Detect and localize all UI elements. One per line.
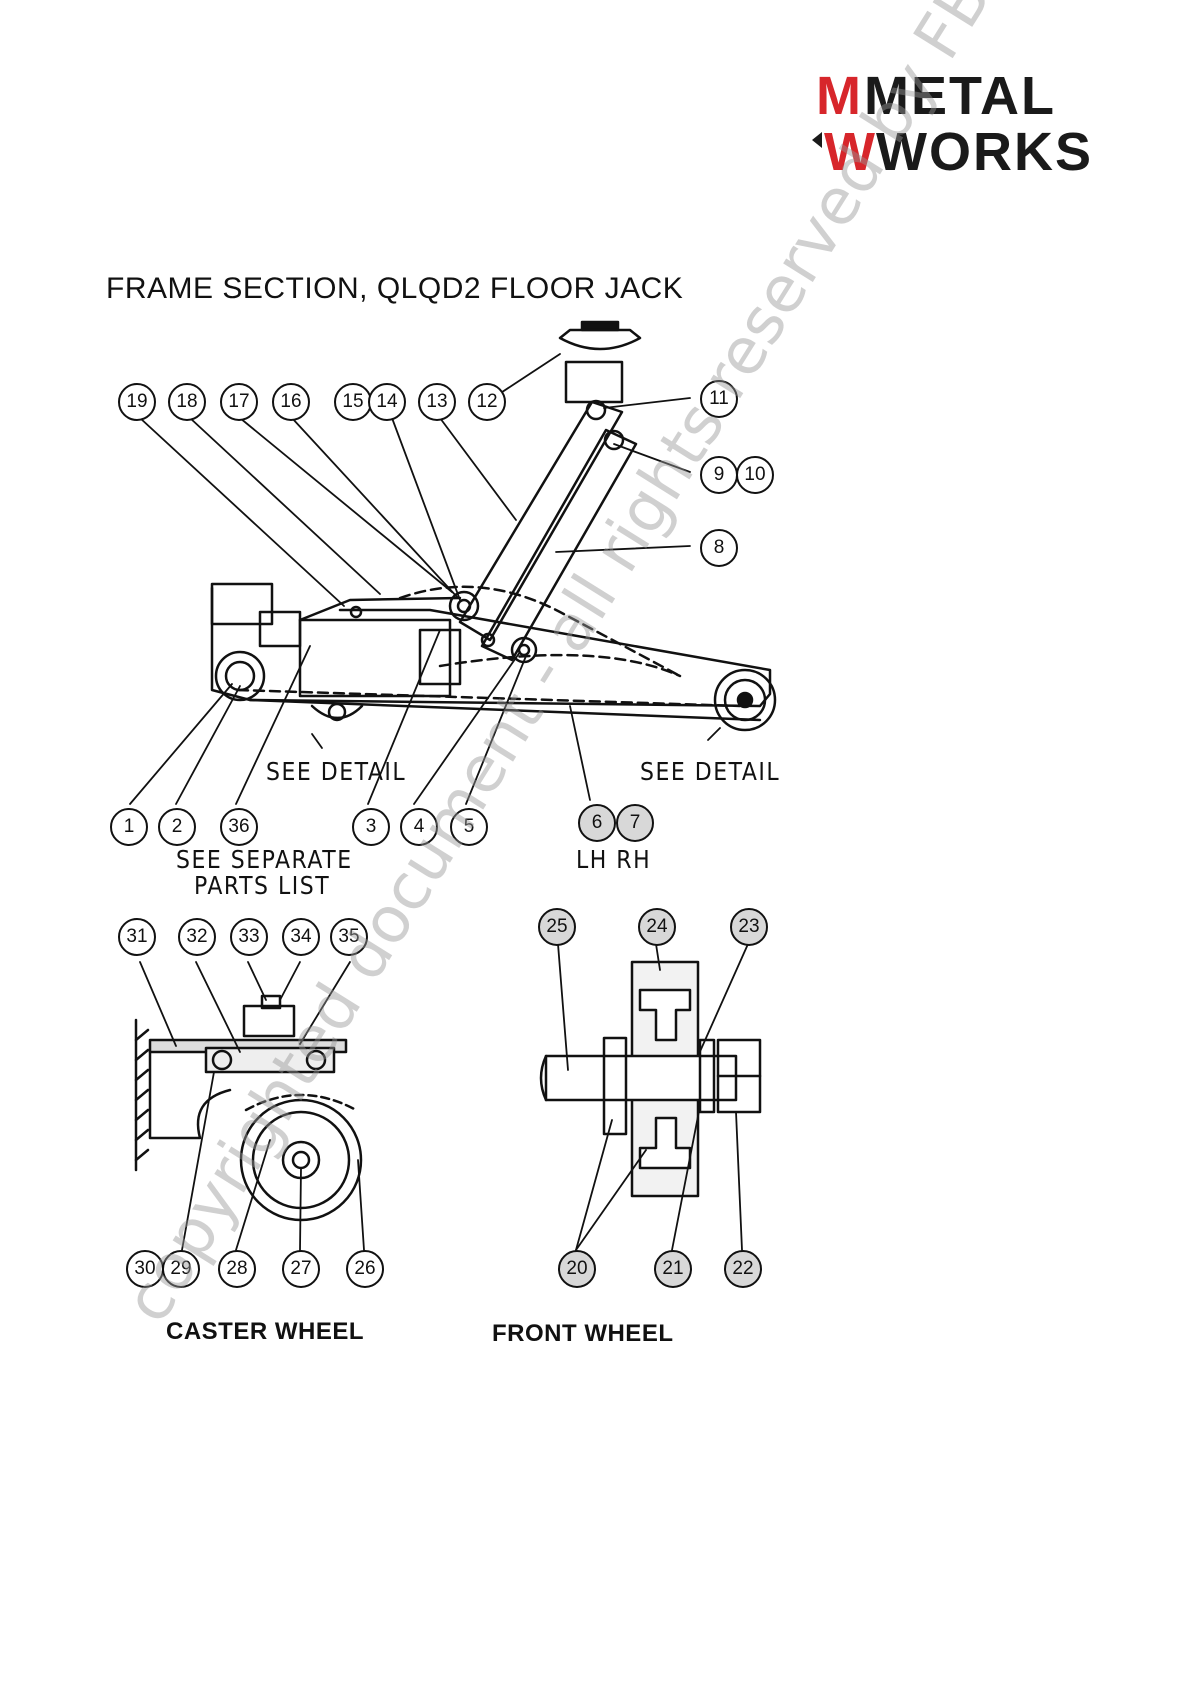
- callout-21: 21: [654, 1250, 692, 1288]
- saddle: [560, 322, 640, 402]
- front-wheel-detail: [541, 962, 760, 1196]
- callout-28: 28: [218, 1250, 256, 1288]
- callout-2: 2: [158, 808, 196, 846]
- pump-unit: [212, 584, 460, 700]
- callout-33: 33: [230, 918, 268, 956]
- note-lh-rh: LH RH: [576, 846, 651, 875]
- callout-12: 12: [468, 383, 506, 421]
- callout-34: 34: [282, 918, 320, 956]
- callout-18: 18: [168, 383, 206, 421]
- note-parts-list: PARTS LIST: [194, 872, 330, 901]
- callout-20: 20: [558, 1250, 596, 1288]
- callout-17: 17: [220, 383, 258, 421]
- callout-10: 10: [736, 456, 774, 494]
- callout-27: 27: [282, 1250, 320, 1288]
- callout-14: 14: [368, 383, 406, 421]
- note-see-detail-right: SEE DETAIL: [640, 758, 780, 787]
- callout-31: 31: [118, 918, 156, 956]
- callout-23: 23: [730, 908, 768, 946]
- callout-22: 22: [724, 1250, 762, 1288]
- callout-16: 16: [272, 383, 310, 421]
- callout-26: 26: [346, 1250, 384, 1288]
- callout-13: 13: [418, 383, 456, 421]
- note-see-detail-left: SEE DETAIL: [266, 758, 406, 787]
- caption-front-wheel: FRONT WHEEL: [492, 1320, 673, 1348]
- callout-8: 8: [700, 529, 738, 567]
- frame-caster: [312, 704, 362, 720]
- frame-front-wheel: [715, 670, 775, 730]
- callout-25: 25: [538, 908, 576, 946]
- callout-6: 6: [578, 804, 616, 842]
- callout-7: 7: [616, 804, 654, 842]
- callout-3: 3: [352, 808, 390, 846]
- callout-19: 19: [118, 383, 156, 421]
- callout-32: 32: [178, 918, 216, 956]
- callout-36: 36: [220, 808, 258, 846]
- callout-24: 24: [638, 908, 676, 946]
- callout-15: 15: [334, 383, 372, 421]
- note-see-separate: SEE SEPARATE: [176, 846, 353, 875]
- caption-caster-wheel: CASTER WHEEL: [166, 1318, 364, 1346]
- callout-1: 1: [110, 808, 148, 846]
